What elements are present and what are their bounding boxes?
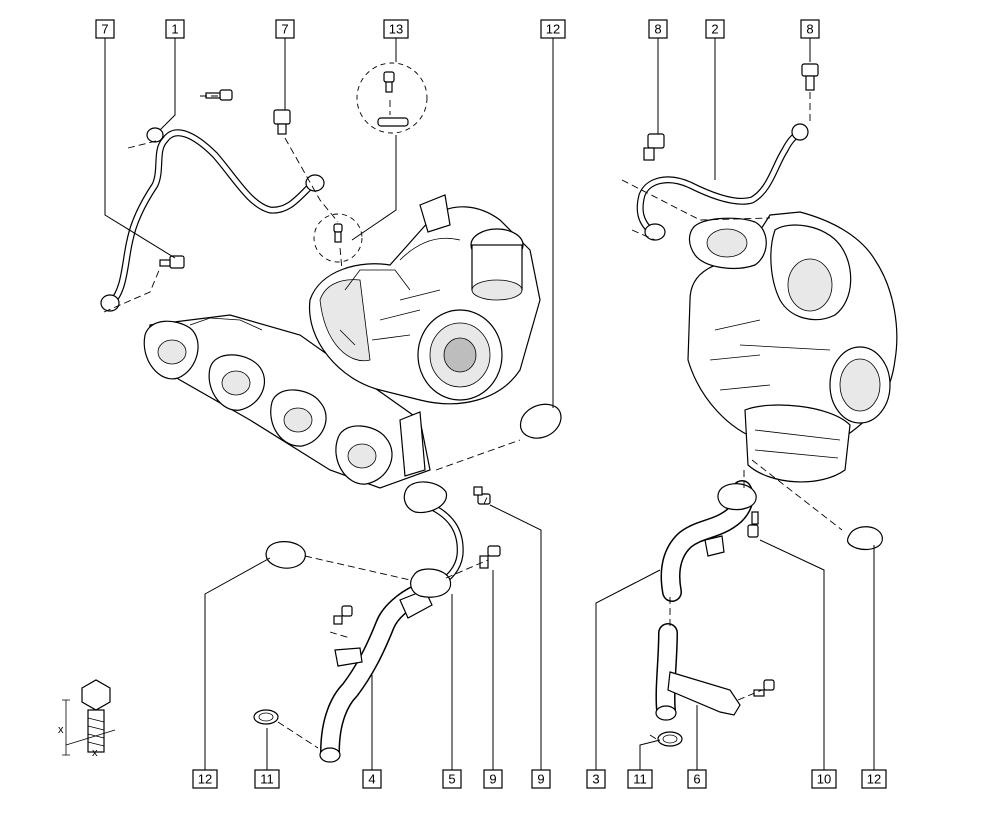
svg-text:7: 7 bbox=[281, 22, 288, 37]
oil-feed-pipe-2 bbox=[636, 123, 809, 241]
banjo-bolt-7b bbox=[159, 255, 185, 269]
callout-top-8a: 8 bbox=[648, 19, 668, 39]
callout-bottom-12: 12 bbox=[192, 769, 218, 789]
right-turbocharger bbox=[687, 211, 898, 483]
callout-top-12: 12 bbox=[540, 19, 566, 39]
detail-circle-13-upper bbox=[356, 62, 428, 134]
oil-pipe-5 bbox=[403, 481, 464, 598]
svg-text:11: 11 bbox=[633, 772, 647, 787]
callout-bottom-9a: 9 bbox=[483, 769, 503, 789]
callout-top-7b: 7 bbox=[275, 19, 295, 39]
oil-return-pipe-3 bbox=[660, 480, 757, 602]
seal-ring-11-right bbox=[657, 731, 683, 747]
svg-text:3: 3 bbox=[592, 772, 599, 787]
small-bolt-top bbox=[205, 89, 233, 101]
callout-bottom-6: 6 bbox=[687, 769, 707, 789]
bolt-9-lower bbox=[479, 545, 501, 569]
banjo-bolt-8a bbox=[643, 133, 665, 161]
svg-text:11: 11 bbox=[260, 772, 274, 787]
left-turbocharger bbox=[308, 194, 541, 405]
detail-circle-13-lower bbox=[313, 213, 363, 263]
callout-bottom-12b: 12 bbox=[861, 769, 887, 789]
svg-text:13: 13 bbox=[389, 22, 403, 37]
svg-text:12: 12 bbox=[198, 772, 212, 787]
banjo-bolt-8b bbox=[801, 63, 819, 91]
svg-text:8: 8 bbox=[654, 22, 661, 37]
callout-bottom-11: 11 bbox=[254, 769, 280, 789]
callout-bottom-3: 3 bbox=[586, 769, 606, 789]
right-turbocharger-assembly bbox=[621, 63, 898, 747]
callout-bottom-9b: 9 bbox=[531, 769, 551, 789]
svg-text:9: 9 bbox=[489, 772, 496, 787]
small-bolt-pipe-4 bbox=[333, 605, 353, 625]
oil-feed-pipe-1 bbox=[100, 127, 325, 312]
svg-text:2: 2 bbox=[711, 22, 718, 37]
seal-ring-11-left bbox=[253, 709, 279, 725]
gasket-12-far-right bbox=[846, 526, 883, 551]
svg-text:4: 4 bbox=[368, 772, 375, 787]
bolt-9-upper bbox=[473, 486, 491, 505]
callout-bottom-4: 4 bbox=[362, 769, 382, 789]
callout-top-1: 1 bbox=[165, 19, 185, 39]
callout-top-13: 13 bbox=[383, 19, 409, 39]
restrictor-fitting-13 bbox=[333, 71, 409, 243]
svg-text:1: 1 bbox=[171, 22, 178, 37]
svg-text:12: 12 bbox=[867, 772, 881, 787]
svg-text:8: 8 bbox=[806, 22, 813, 37]
bolt-10 bbox=[747, 511, 759, 538]
oil-return-pipe-6 bbox=[655, 623, 741, 721]
left-turbocharger-assembly bbox=[100, 62, 562, 763]
gasket-12-right bbox=[519, 403, 562, 439]
bolt-dim-label-x2: x bbox=[92, 747, 98, 759]
callout-top-2: 2 bbox=[705, 19, 725, 39]
svg-text:9: 9 bbox=[537, 772, 544, 787]
gasket-12-left bbox=[265, 541, 306, 569]
callout-bottom-5: 5 bbox=[442, 769, 462, 789]
callout-labels: 7 1 7 13 12 8 2 8 bbox=[95, 19, 887, 789]
banjo-bolt-7a bbox=[273, 109, 291, 135]
exhaust-manifold bbox=[143, 314, 431, 489]
callout-top-8b: 8 bbox=[800, 19, 820, 39]
svg-text:7: 7 bbox=[101, 22, 108, 37]
svg-text:5: 5 bbox=[448, 772, 455, 787]
bolt-dim-label-x1: x bbox=[58, 724, 64, 736]
small-bolt-pipe-6 bbox=[753, 679, 775, 697]
oil-return-pipe-4 bbox=[319, 584, 433, 763]
callout-bottom-11b: 11 bbox=[627, 769, 653, 789]
svg-text:6: 6 bbox=[693, 772, 700, 787]
svg-text:12: 12 bbox=[546, 22, 560, 37]
leader-lines bbox=[104, 38, 875, 770]
callout-bottom-10: 10 bbox=[811, 769, 837, 789]
bolt-tightening-detail: x x bbox=[58, 679, 116, 759]
svg-text:10: 10 bbox=[817, 772, 831, 787]
callout-top-7: 7 bbox=[95, 19, 115, 39]
